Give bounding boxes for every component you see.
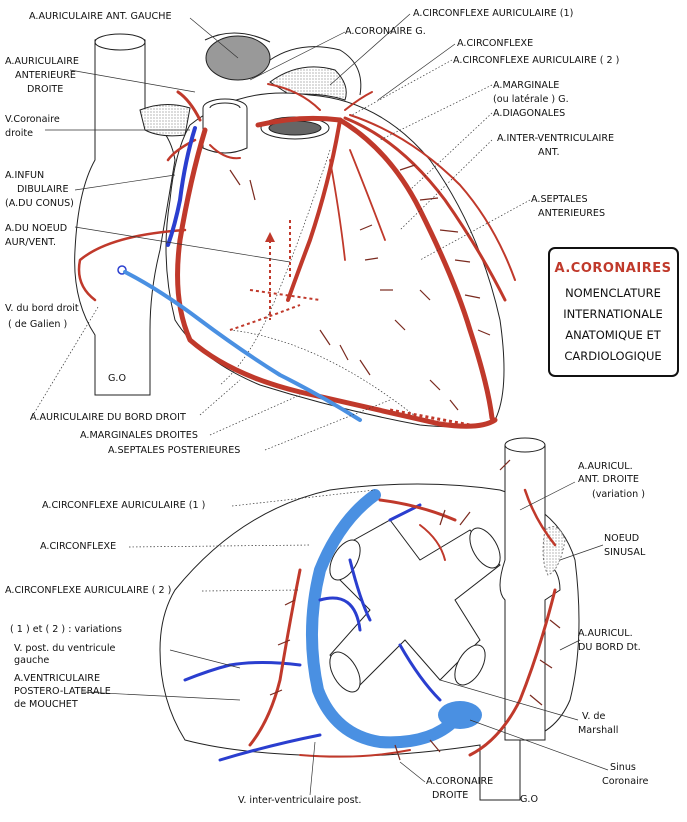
label-noeud-sinusal-1: NOEUD (604, 533, 639, 544)
label-diagonales: A.DIAGONALES (493, 108, 565, 119)
label-septales-ant-2: ANTERIEURES (538, 208, 605, 219)
label-coronaire-droite-1: A.CORONAIRE (426, 776, 493, 787)
posterior-heart-view: G.O (5, 437, 649, 806)
pv-end-4 (329, 651, 361, 693)
label-aur-ant-droite-1: A.AURICULAIRE (5, 56, 79, 67)
vein-branch (318, 596, 362, 632)
label-marginales-droites: A.MARGINALES DROITES (80, 430, 198, 441)
label-inter-vent-1: A.INTER-VENTRICULAIRE (497, 133, 614, 144)
label-aur-bord-droit: A.AURICULAIRE DU BORD DROIT (30, 412, 186, 423)
interventricular-post-vein (218, 733, 322, 762)
label-marginale-1: A.MARGINALE (493, 80, 559, 91)
septal-arrow (265, 232, 275, 242)
label-v-inter-post: V. inter-ventriculaire post. (238, 795, 361, 806)
vena-cava-top (94, 33, 146, 51)
label-aur-ant-droite-2: ANTERIEURE (15, 70, 76, 81)
label-v-post-1: V. post. du ventricule (14, 643, 116, 654)
ivc-top (504, 437, 546, 453)
label-marginale-2: (ou latérale ) G. (493, 93, 569, 105)
label-infun-3: (A.DU CONUS) (5, 198, 74, 209)
right-coronary-artery (77, 90, 498, 429)
galien-vein (123, 270, 362, 422)
noeud-sinusal-area (542, 526, 566, 576)
right-coronary-vein (166, 126, 197, 247)
label-v-pl-3: de MOUCHET (14, 699, 78, 710)
label-sinus-1: Sinus (610, 762, 636, 773)
vein-branch (348, 558, 372, 622)
right-auricle-stipple (139, 104, 191, 137)
label-v-bord-2: ( de Galien ) (8, 319, 67, 330)
posterior-small-branches (269, 459, 561, 761)
legend-line: INTERNATIONALE (563, 307, 662, 321)
label-auricul-ant-2: ANT. DROITE (578, 474, 639, 485)
label-v-coronaire-2: droite (5, 128, 33, 139)
septal-branches (229, 220, 471, 427)
bottom-leader-lines (82, 481, 609, 796)
bottom-labels: A.CIRCONFLEXE AURICULAIRE (1 ) A.CIRCONF… (5, 461, 649, 806)
label-v-marshall-2: Marshall (578, 725, 618, 736)
label-v-pl-1: A.VENTRICULAIRE (14, 673, 100, 684)
label-coronaire-g: A.CORONAIRE G. (345, 26, 426, 37)
left-auricle-stipple (269, 66, 347, 101)
label-v-coronaire-1: V.Coronaire (5, 114, 60, 125)
label-circonflexe: A.CIRCONFLEXE (457, 38, 533, 49)
label-noeud-sinusal-2: SINUSAL (604, 547, 646, 558)
label-auricul-bord-2: DU BORD Dt. (578, 642, 641, 653)
label-auricul-bord-1: A.AURICUL. (578, 628, 633, 639)
legend-box: A.CORONAIRES NOMENCLATURE INTERNATIONALE… (548, 247, 679, 377)
label-circ-aur-2-bot: A.CIRCONFLEXE AURICULAIRE ( 2 ) (5, 585, 171, 596)
label-inter-vent-2: ANT. (538, 147, 560, 158)
label-auricul-ant-1: A.AURICUL. (578, 461, 633, 472)
coronary-sinus-vein (306, 489, 461, 749)
pulmonary-trunk (269, 46, 362, 96)
label-septales-post: A.SEPTALES POSTERIEURES (108, 445, 240, 456)
legend-line: ANATOMIQUE ET (565, 328, 661, 342)
legend-line: NOMENCLATURE (565, 286, 661, 300)
left-coronary-artery (255, 83, 516, 421)
label-noeud-1: A.DU NOEUD (5, 223, 67, 234)
label-v-post-2: gauche (14, 655, 49, 666)
label-septales-ant-1: A.SEPTALES (531, 194, 588, 205)
label-infun-1: A.INFUN (5, 170, 44, 181)
top-labels: A.AURICULAIRE ANT. GAUCHE A.CIRCONFLEXE … (5, 8, 619, 456)
label-v-pl-2: POSTERO-LATERALE (14, 686, 111, 697)
left-post-vein (228, 661, 302, 667)
left-post-vein (183, 663, 232, 682)
label-circ-aur-2: A.CIRCONFLEXE AURICULAIRE ( 2 ) (453, 55, 619, 66)
label-aur-ant-droite-3: DROITE (27, 84, 63, 95)
atrium-outline (204, 32, 271, 43)
label-v-marshall-1: V. de (582, 711, 606, 722)
pv-end-1 (469, 527, 501, 569)
label-sinus-2: Coronaire (602, 776, 649, 787)
go-top-label: G.O (108, 373, 126, 384)
coronary-sinus-bulb (438, 701, 482, 729)
label-circ-aur-1: A.CIRCONFLEXE AURICULAIRE (1) (413, 8, 573, 19)
label-coronaire-droite-2: DROITE (432, 790, 468, 801)
label-infun-2: DIBULAIRE (17, 184, 69, 195)
label-v-bord-1: V. du bord droit (5, 303, 79, 314)
label-auricul-ant-3: (variation ) (592, 489, 645, 500)
legend-title: A.CORONAIRES (555, 261, 672, 276)
posterior-arteries (248, 488, 557, 758)
label-noeud-2: AUR/VENT. (5, 237, 56, 248)
posterior-guide (229, 329, 421, 421)
label-aur-ant-gauche: A.AURICULAIRE ANT. GAUCHE (29, 11, 172, 22)
go-bot-label: G.O (520, 794, 538, 805)
aorta-body (202, 108, 248, 154)
small-branches (229, 164, 491, 411)
anterior-heart-view: G.O (74, 32, 516, 429)
legend-line: CARDIOLOGIQUE (564, 349, 661, 363)
pv-end-2 (454, 644, 486, 686)
vena-cava-outline (74, 34, 176, 396)
label-variations: ( 1 ) et ( 2 ) : variations (10, 624, 122, 635)
top-leader-lines (29, 13, 531, 451)
marshall-vein (398, 643, 442, 702)
label-circonflexe-bot: A.CIRCONFLEXE (40, 541, 116, 552)
label-circ-aur-1-bot: A.CIRCONFLEXE AURICULAIRE (1 ) (42, 500, 205, 511)
